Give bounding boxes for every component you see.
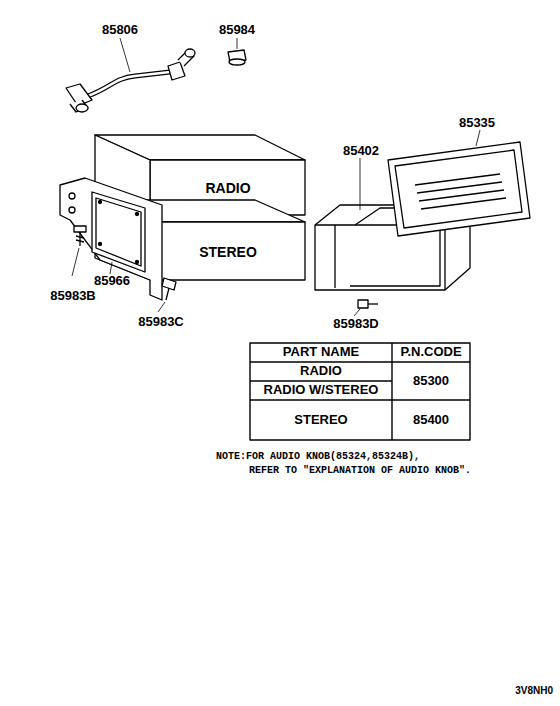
unit-face: STEREO — [195, 242, 261, 262]
callout-number: 85983B — [50, 289, 96, 303]
screw — [158, 278, 176, 312]
callout-number: 85806 — [102, 23, 138, 37]
table-cell: 85300 — [413, 374, 449, 388]
table-header: P.N.CODE — [400, 345, 461, 359]
lid — [388, 130, 530, 236]
drawing-code: 3V8NH0 — [515, 685, 553, 696]
unit-name: STEREO — [199, 244, 257, 260]
callout-number: 85966 — [94, 274, 130, 288]
callout-number: 85983C — [138, 315, 184, 329]
unit-face: RADIO — [201, 178, 254, 198]
table-cell: RADIO W/STEREO — [264, 383, 379, 397]
antenna-cable — [66, 38, 195, 112]
screw — [72, 226, 86, 276]
unit-name: RADIO — [205, 180, 250, 196]
callout-number: 85984 — [219, 23, 255, 37]
note-text: NOTE:FOR AUDIO KNOB(85324,85324B), — [216, 451, 420, 462]
bracket — [60, 178, 162, 300]
table-cell: STEREO — [294, 413, 347, 427]
callout-number: 85335 — [459, 116, 495, 130]
callout-number: 85402 — [343, 144, 379, 158]
table-cell: RADIO — [300, 364, 342, 378]
connector — [228, 38, 246, 65]
table-header: PART NAME — [283, 345, 359, 359]
note-text: REFER TO "EXPLANATION OF AUDIO KNOB". — [249, 465, 471, 476]
callout-number: 85983D — [333, 317, 379, 331]
screw — [354, 300, 378, 316]
table-cell: 85400 — [413, 413, 449, 427]
part-table — [250, 343, 470, 440]
